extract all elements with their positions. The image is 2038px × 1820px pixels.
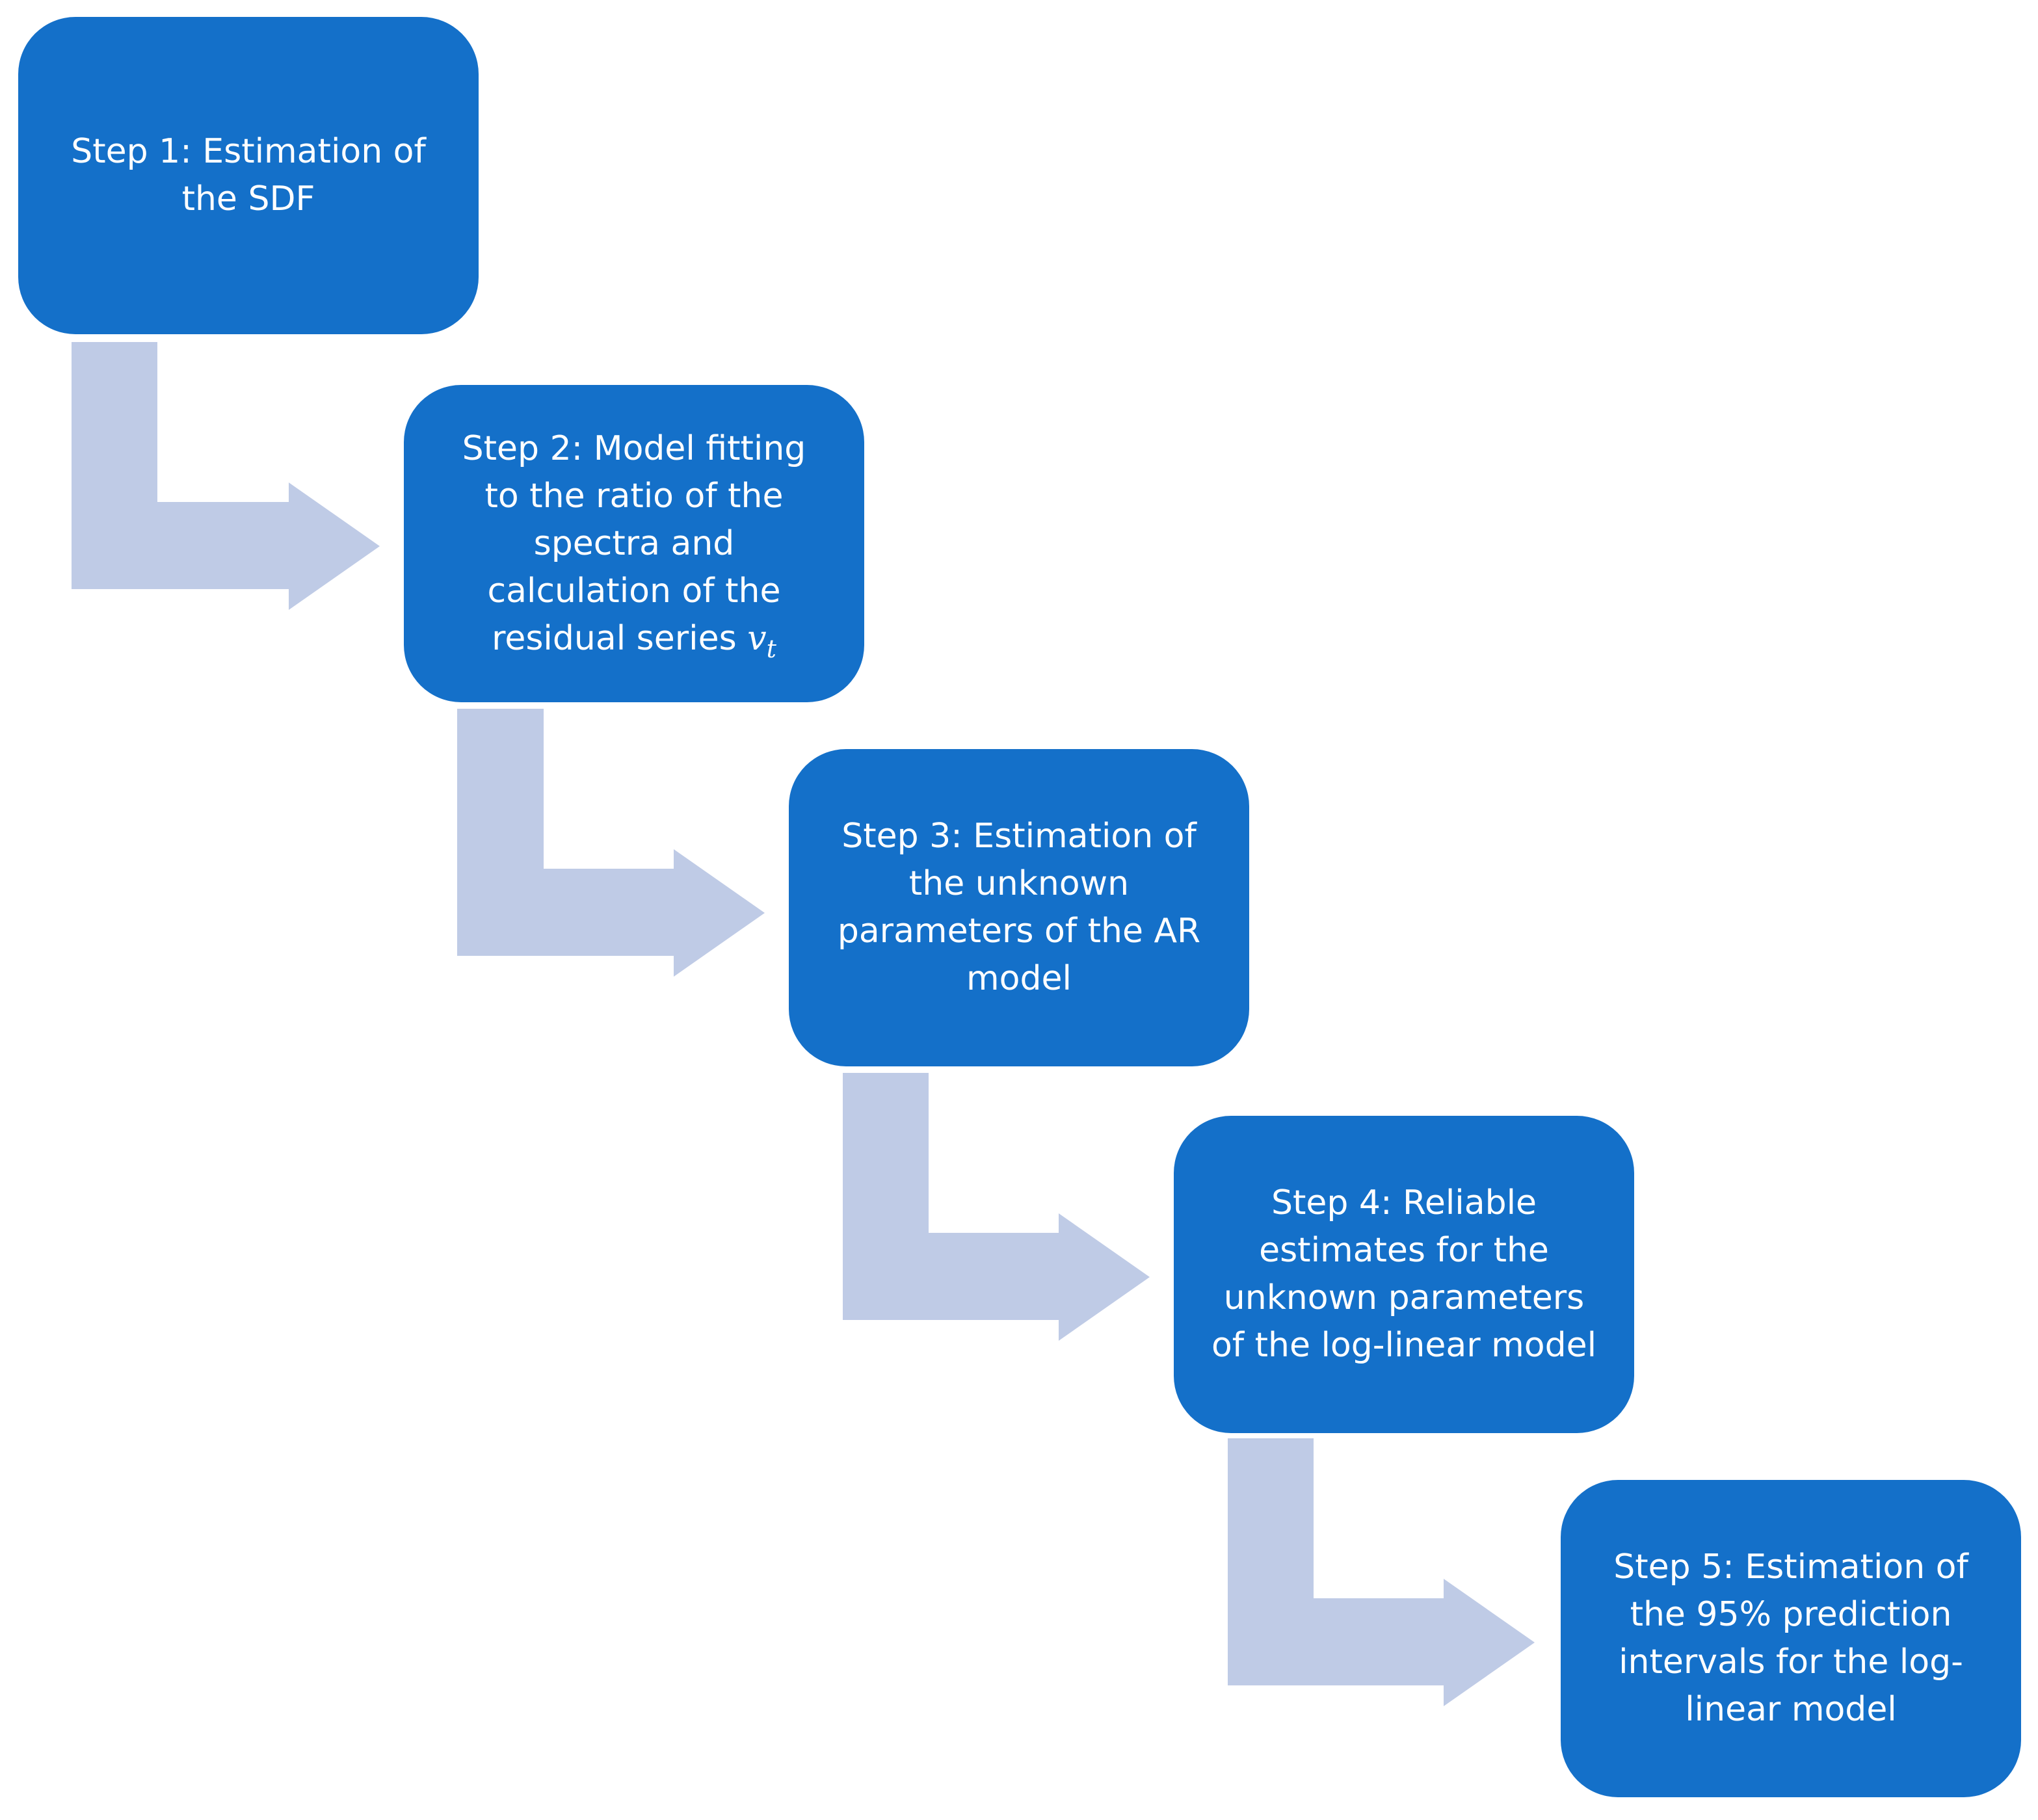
step-2-text: Step 2: Model fitting to the ratio of th… (462, 425, 806, 663)
step-1-label: Step 1: Estimation of the SDF (71, 132, 426, 218)
step-5-box: Step 5: Estimation of the 95% prediction… (1561, 1480, 2021, 1797)
step-5-label: Step 5: Estimation of the 95% prediction… (1613, 1548, 1968, 1729)
step-2-box: Step 2: Model fitting to the ratio of th… (404, 385, 864, 702)
residual-series-subscript: t (766, 634, 776, 663)
residual-series-variable: v (747, 618, 767, 658)
step-4-box: Step 4: Reliable estimates for the unkno… (1174, 1116, 1634, 1433)
residual-series-symbol: vt (747, 618, 776, 661)
bent-arrow-step3-to-step4 (843, 1073, 1150, 1341)
step-3-box: Step 3: Estimation of the unknown parame… (789, 749, 1249, 1066)
bent-arrow-step1-to-step2 (72, 342, 380, 610)
bent-arrow-step2-to-step3 (457, 709, 765, 977)
step-2-label: Step 2: Model fitting to the ratio of th… (462, 429, 806, 658)
step-4-label: Step 4: Reliable estimates for the unkno… (1211, 1183, 1597, 1365)
bent-arrow-step4-to-step5 (1228, 1438, 1535, 1706)
step-3-label: Step 3: Estimation of the unknown parame… (837, 817, 1201, 998)
step-1-box: Step 1: Estimation of the SDF (18, 17, 479, 334)
